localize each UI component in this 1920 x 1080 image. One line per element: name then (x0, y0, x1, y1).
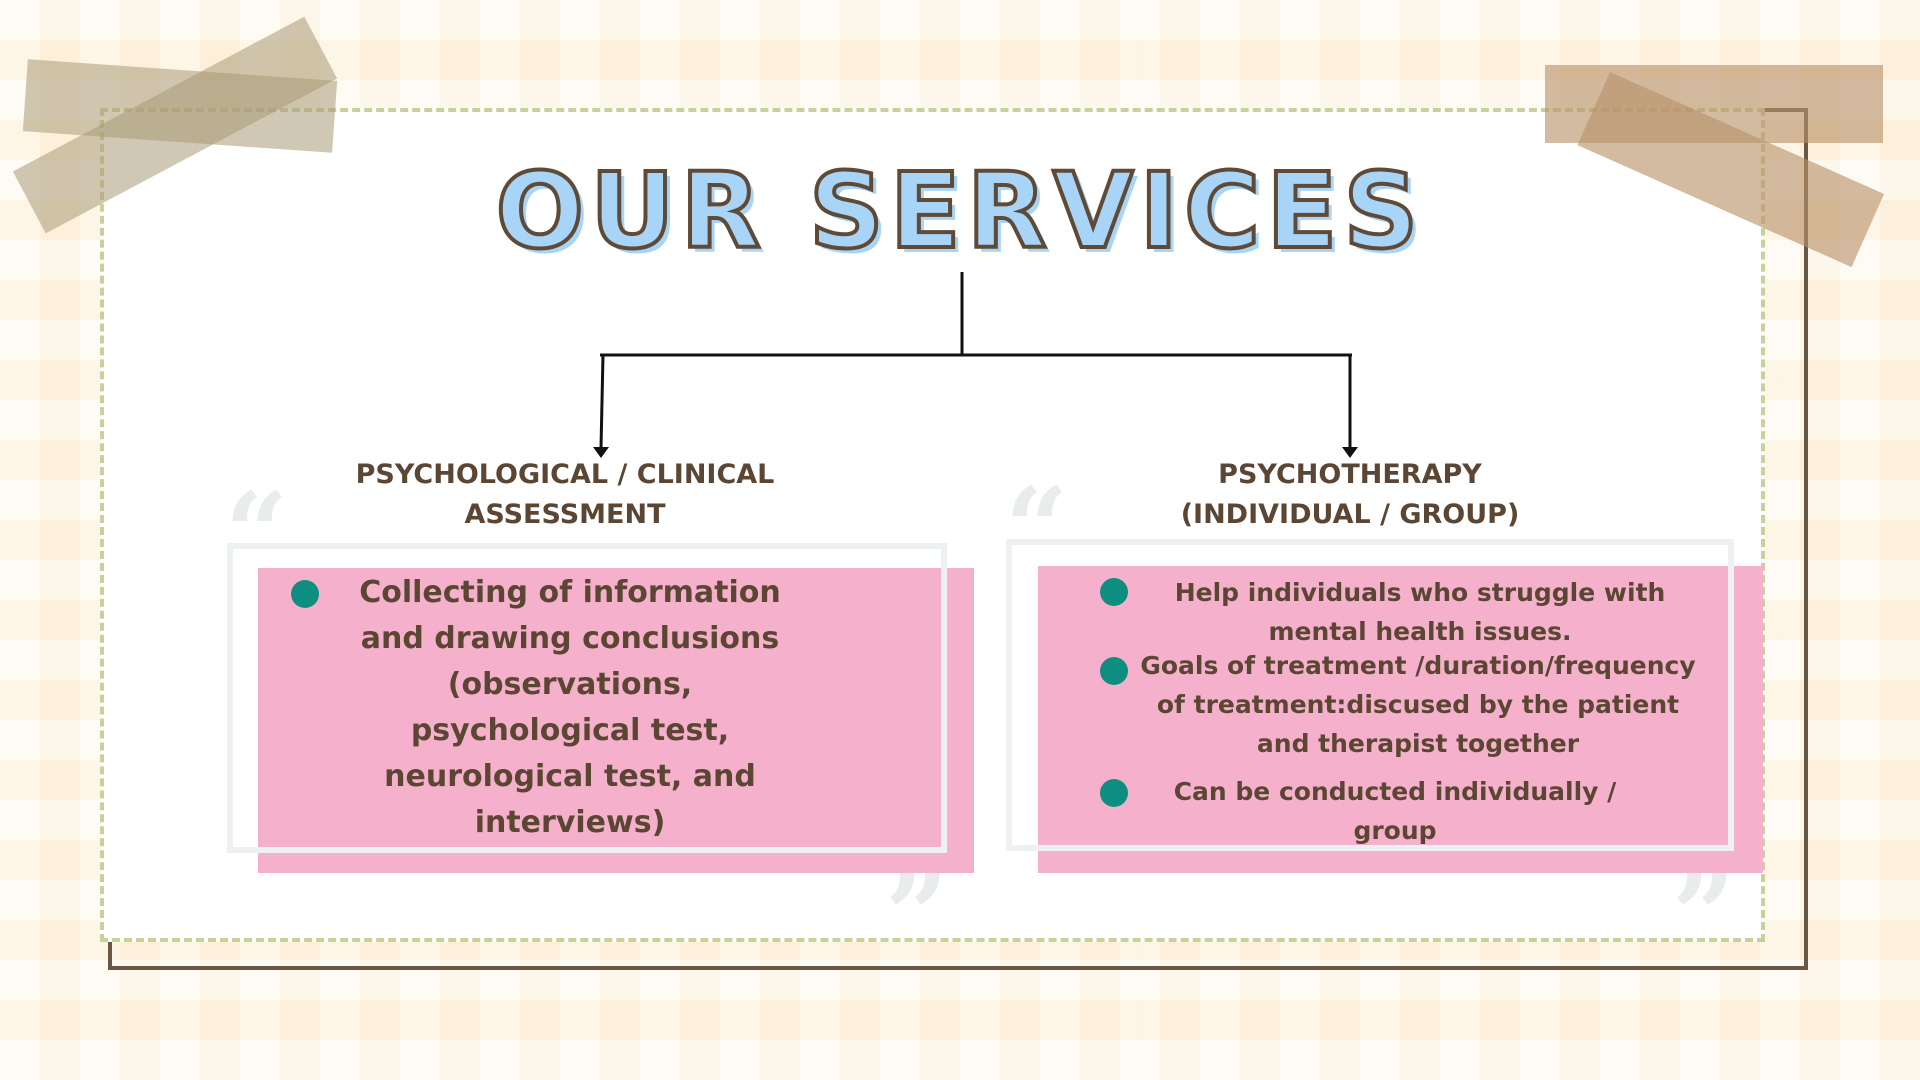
psychotherapy-box (1038, 566, 1763, 873)
bullet-dot-icon (1100, 779, 1128, 807)
psychotherapy-bullet: Goals of treatment /duration/frequency o… (1140, 651, 1696, 758)
open-quote-icon: “ (1005, 463, 1069, 592)
psychotherapy-bullet: Help individuals who struggle with menta… (1174, 578, 1666, 646)
assessment-box (258, 568, 974, 873)
close-quote-icon: ” (1672, 850, 1736, 979)
psychotherapy-heading: PSYCHOTHERAPY (INDIVIDUAL / GROUP) (1180, 459, 1520, 530)
close-quote-icon: ” (885, 850, 949, 979)
bullet-dot-icon (1100, 578, 1128, 606)
psychotherapy-box-outline (1006, 539, 1734, 851)
assessment-heading: PSYCHOLOGICAL / CLINICAL ASSESSMENT (355, 459, 775, 530)
assessment-box-outline (227, 543, 947, 853)
bullet-dot-icon (1100, 657, 1128, 685)
bullet-dot-icon (291, 580, 319, 608)
page-title: OUR SERVICES (494, 148, 1425, 274)
assessment-bullet: Collecting of information and drawing co… (359, 575, 781, 840)
psychotherapy-bullet: Can be conducted individually / group (1173, 777, 1617, 845)
open-quote-icon: “ (225, 468, 289, 597)
